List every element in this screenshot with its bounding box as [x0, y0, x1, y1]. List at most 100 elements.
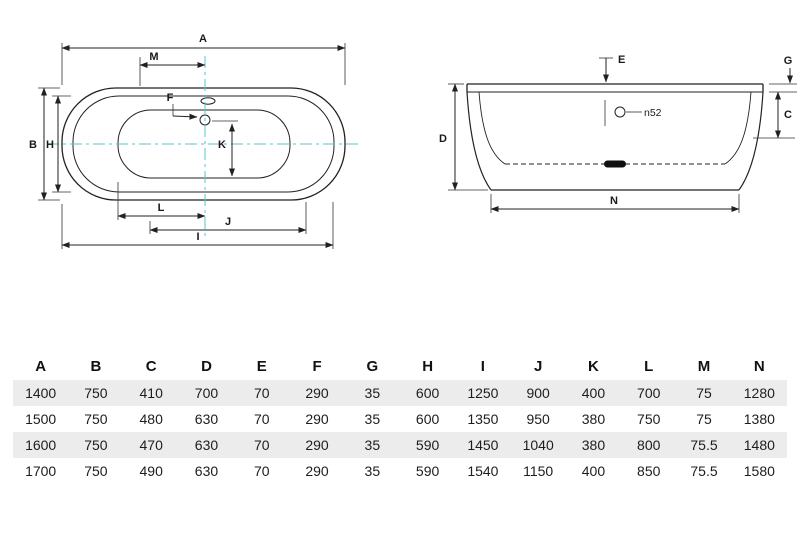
dim-label-b: B	[29, 139, 37, 151]
table-cell: 1700	[25, 463, 57, 479]
dimension-k: K	[212, 120, 238, 177]
table-cell: 290	[305, 411, 329, 427]
dimension-g: G	[769, 55, 797, 93]
table-cell: 380	[581, 411, 606, 427]
bathtub-spec-sheet: A M F B	[0, 33, 800, 484]
table-header-cell: K	[588, 358, 599, 375]
dimension-a: A	[61, 33, 346, 85]
table-cell: 590	[415, 463, 440, 479]
dim-label-e: E	[618, 54, 625, 66]
table-cell: 1380	[743, 411, 775, 427]
table-cell: 1280	[743, 385, 775, 401]
top-view: A M F B	[29, 33, 359, 249]
basin-right-profile	[724, 91, 752, 165]
table-cell: 35	[364, 437, 381, 453]
table-cell: 1450	[467, 437, 499, 453]
dim-label-k: K	[218, 139, 226, 151]
table-cell: 900	[526, 385, 550, 401]
table-cell: 700	[637, 385, 661, 401]
body-left-profile	[466, 91, 492, 191]
table-header-cell: G	[366, 358, 379, 375]
drain-outlet	[604, 160, 626, 168]
table-cell: 1600	[25, 437, 57, 453]
table-cell: 70	[253, 385, 270, 401]
table-header-cell: A	[35, 358, 47, 375]
dimension-j: J	[149, 202, 307, 234]
table-cell: 600	[415, 411, 440, 427]
table-cell: 75	[696, 385, 712, 401]
table-header-cell: I	[480, 358, 485, 375]
table-cell: 75	[696, 411, 712, 427]
table-cell: 950	[526, 411, 550, 427]
table-cell: 70	[253, 411, 270, 427]
table-header-cell: H	[422, 358, 434, 375]
table-cell: 600	[415, 385, 440, 401]
table-cell: 400	[581, 463, 606, 479]
dimension-c: C	[753, 91, 795, 139]
dim-label-i: I	[196, 231, 199, 243]
table-cell: 630	[194, 411, 219, 427]
side-view: n52 E G C	[439, 54, 797, 213]
table-cell: 70	[253, 437, 270, 453]
table-cell: 630	[194, 463, 219, 479]
dim-label-j: J	[225, 216, 231, 228]
table-cell: 1580	[743, 463, 775, 479]
table-header-cell: B	[90, 358, 102, 375]
dimension-l: L	[117, 182, 206, 220]
dimension-n: N	[490, 194, 740, 213]
dim-label-n: N	[610, 195, 618, 207]
table-cell: 35	[364, 385, 381, 401]
dimension-m: M	[139, 51, 206, 86]
table-cell: 800	[637, 437, 661, 453]
dim-label-d: D	[439, 133, 447, 145]
dim-label-a: A	[199, 33, 207, 45]
table-header-cell: C	[145, 358, 157, 375]
table-cell: 480	[139, 411, 163, 427]
table-cell: 290	[305, 463, 329, 479]
dimension-f: F	[167, 92, 198, 120]
table-cell: 1500	[25, 411, 57, 427]
dimension-h: H	[46, 95, 71, 193]
table-cell: 75.5	[690, 437, 718, 453]
table-cell: 590	[415, 437, 440, 453]
table-cell: 1040	[522, 437, 554, 453]
table-cell: 750	[84, 437, 108, 453]
dim-label-c: C	[784, 109, 792, 121]
table-cell: 410	[139, 385, 163, 401]
technical-drawing: A M F B	[29, 33, 797, 249]
table-cell: 1350	[467, 411, 499, 427]
table-cell: 1250	[467, 385, 499, 401]
table-cell: 750	[84, 463, 108, 479]
table-cell: 35	[364, 411, 381, 427]
overflow-slot	[200, 97, 216, 105]
basin-left-profile	[478, 91, 506, 165]
table-cell: 750	[84, 385, 108, 401]
table-cell: 850	[637, 463, 661, 479]
table-cell: 75.5	[690, 463, 718, 479]
dim-label-g: G	[784, 55, 793, 67]
table-cell: 630	[194, 437, 219, 453]
table-cell: 1400	[25, 385, 57, 401]
dimension-line	[172, 113, 198, 120]
table-cell: 35	[364, 463, 381, 479]
table-cell: 290	[305, 385, 329, 401]
table-cell: 750	[84, 411, 108, 427]
dim-label-l: L	[158, 202, 165, 214]
table-cell: 470	[139, 437, 163, 453]
dimension-i: I	[61, 202, 334, 249]
table-header-cell: J	[534, 358, 543, 375]
dim-label-f: F	[167, 92, 174, 104]
dimension-d: D	[439, 83, 488, 191]
tub-outer-rim	[61, 87, 346, 201]
table-cell: 1150	[523, 463, 554, 479]
dim-label-h: H	[46, 139, 54, 151]
overflow-annotation: n52	[604, 100, 662, 126]
